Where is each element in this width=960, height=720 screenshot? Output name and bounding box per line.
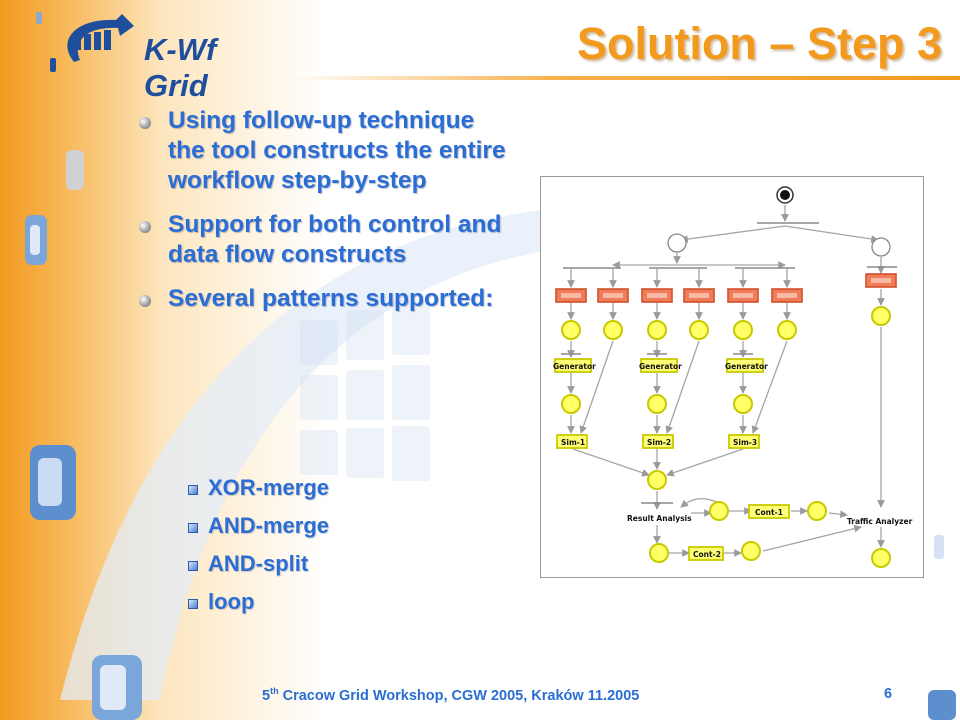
footer-text: 5th Cracow Grid Workshop, CGW 2005, Krak… [262, 686, 639, 704]
sub-bullet-item: XOR-merge [136, 474, 516, 502]
generator-task [554, 358, 592, 373]
footer-ordinal: 5 [262, 687, 271, 704]
place-node [647, 470, 667, 490]
place-node [603, 320, 623, 340]
cont1-label: Cont-1 [755, 508, 783, 517]
globe-swoosh-icon [36, 12, 134, 72]
place-node [741, 541, 761, 561]
sub-bullet-text: AND-merge [208, 513, 330, 538]
place-node [733, 320, 753, 340]
bullet-item: Several patterns supported: [136, 284, 516, 314]
bullet-text: Support for both control and data flow c… [168, 211, 502, 268]
gateway-node [667, 233, 687, 253]
generator-task [726, 358, 764, 373]
workflow-diagram-canvas: Generator Generator Generator Sim-1 Sim-… [553, 186, 913, 568]
bullet-item: Support for both control and data flow c… [136, 210, 516, 270]
place-node [689, 320, 709, 340]
sub-bullet-item: AND-split [136, 550, 516, 578]
generator-label: Generator [639, 362, 682, 371]
sim-label: Sim-1 [561, 438, 585, 447]
place-node [733, 394, 753, 414]
place-node [871, 548, 891, 568]
place-node [709, 501, 729, 521]
place-node [649, 543, 669, 563]
square-bullet-icon [188, 485, 198, 495]
sim-task [642, 434, 674, 449]
result-analysis-label: Result Analysis [627, 514, 692, 523]
bullet-text: Several patterns supported: [168, 285, 494, 312]
sub-bullet-item: loop [136, 588, 516, 616]
sim-task [728, 434, 760, 449]
generator-label: Generator [725, 362, 768, 371]
cont2-task [688, 546, 724, 561]
place-node [561, 394, 581, 414]
square-bullet-icon [188, 523, 198, 533]
kwf-grid-logo: K-Wf Grid [36, 10, 286, 103]
generator-task [640, 358, 678, 373]
traffic-analyzer-label: Traffic Analyzer [847, 517, 913, 526]
square-bullet-icon [188, 561, 198, 571]
logo-text: K-Wf Grid [144, 32, 217, 103]
place-node [807, 501, 827, 521]
place-node [647, 320, 667, 340]
square-bullet-icon [188, 599, 198, 609]
sim-label: Sim-3 [733, 438, 757, 447]
slide-title: Solution – Step 3 [576, 18, 942, 69]
bullet-dot-icon [139, 221, 151, 233]
sub-bullet-item: AND-merge [136, 512, 516, 540]
footer-ordinal-suffix: th [270, 686, 279, 696]
start-dot [780, 190, 790, 200]
cont1-task [748, 504, 790, 519]
place-node [561, 320, 581, 340]
workflow-diagram: Generator Generator Generator Sim-1 Sim-… [540, 176, 924, 578]
place-node [871, 306, 891, 326]
page-number: 6 [884, 686, 893, 702]
footer-caption: Cracow Grid Workshop, CGW 2005, Kraków 1… [278, 687, 640, 704]
generator-label: Generator [553, 362, 596, 371]
place-node [647, 394, 667, 414]
sub-bullet-text: AND-split [208, 551, 309, 576]
place-node [777, 320, 797, 340]
gateway-node [871, 237, 891, 257]
bullet-dot-icon [139, 117, 151, 129]
sim-task [556, 434, 588, 449]
sub-bullet-text: loop [208, 589, 255, 614]
bullet-item: Using follow-up technique the tool const… [136, 106, 516, 196]
bullet-text: Using follow-up technique the tool const… [168, 107, 506, 194]
cont2-label: Cont-2 [693, 550, 721, 559]
sub-bullet-text: XOR-merge [208, 475, 330, 500]
sub-bullet-list: XOR-merge AND-merge AND-split loop [136, 474, 516, 626]
sim-label: Sim-2 [647, 438, 671, 447]
bullet-list: Using follow-up technique the tool const… [136, 106, 516, 328]
title-underline [290, 76, 960, 80]
bullet-dot-icon [139, 295, 151, 307]
